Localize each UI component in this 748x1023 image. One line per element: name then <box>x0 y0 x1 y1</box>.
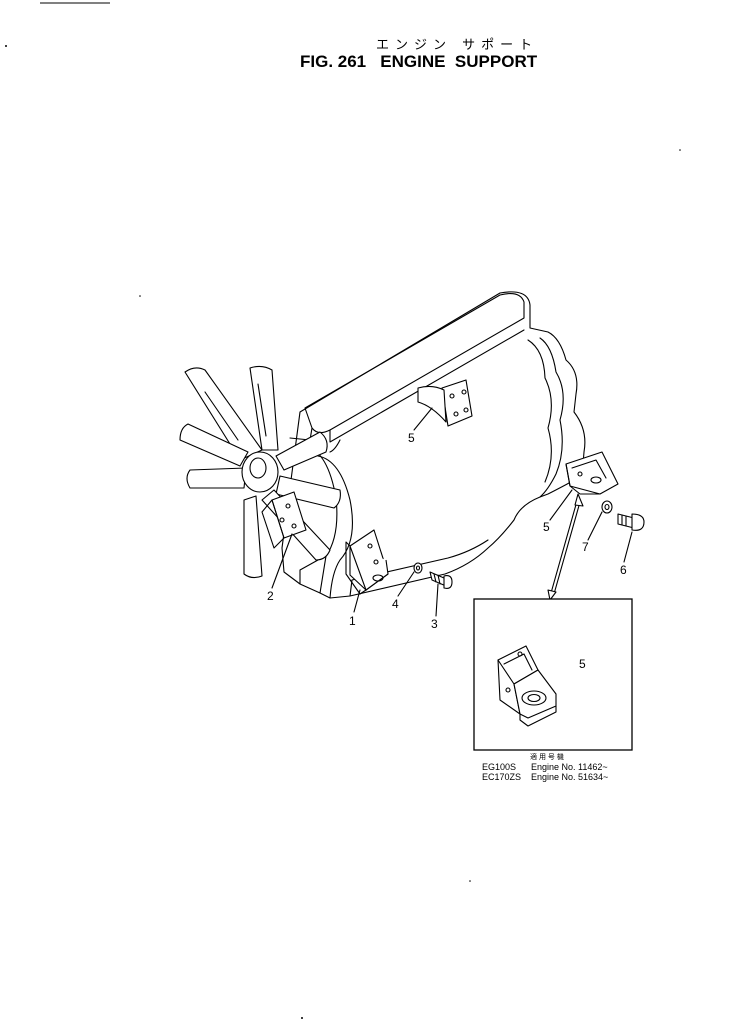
upper-support-part-5 <box>417 379 473 427</box>
scan-specks <box>5 45 681 1019</box>
note-row-1-engine: Engine No. 11462~ <box>531 762 608 772</box>
callout-part-5-right: 5 <box>543 520 550 534</box>
callout-part-1: 1 <box>349 614 356 628</box>
washer-part-4 <box>413 562 423 574</box>
front-bracket-part-2 <box>261 491 307 549</box>
callout-part-7: 7 <box>582 540 589 554</box>
callout-leaders <box>271 407 633 675</box>
inset-detail-box: 5 <box>473 598 633 751</box>
note-row-2-model: EC170ZS <box>482 772 521 782</box>
callout-part-6: 6 <box>620 563 627 577</box>
callout-part-5-top: 5 <box>408 431 415 445</box>
bolt-part-3 <box>429 571 453 589</box>
note-row-1-model: EG100S <box>482 762 516 772</box>
callout-part-5-inset: 5 <box>579 657 586 671</box>
note-row-2-engine: Engine No. 51634~ <box>531 772 608 782</box>
callout-part-2: 2 <box>267 589 274 603</box>
engine-block <box>281 291 586 599</box>
front-support-part-1 <box>345 529 389 595</box>
callout-part-4: 4 <box>392 597 399 611</box>
note-header: 適 用 号 機 <box>530 752 564 761</box>
bolt-part-6 <box>617 513 645 531</box>
page-title: FIG. 261 ENGINE SUPPORT <box>300 52 538 71</box>
inset-pointer <box>547 493 584 601</box>
inset-bracket-part-5 <box>497 645 557 727</box>
title-japanese: エンジン サポート <box>376 38 538 53</box>
callout-part-3: 3 <box>431 617 438 631</box>
washer-part-7 <box>601 500 613 514</box>
rear-support-part-5 <box>565 451 619 495</box>
